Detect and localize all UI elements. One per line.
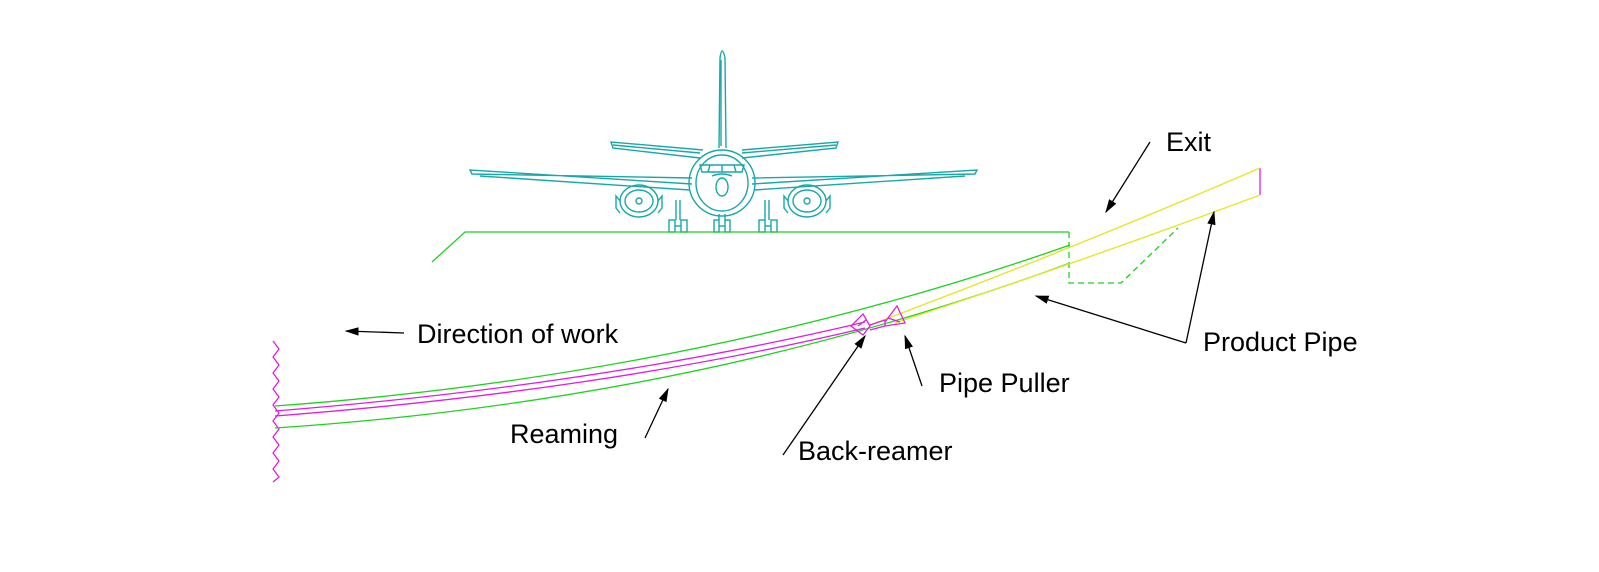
reaming-arrow <box>644 387 669 439</box>
label-exit: Exit <box>1166 127 1212 157</box>
airplane-front-view-icon <box>468 50 979 233</box>
back-reamer <box>850 312 871 336</box>
label-direction-of-work: Direction of work <box>417 319 619 349</box>
label-back-reamer: Back-reamer <box>798 436 953 466</box>
label-product-pipe: Product Pipe <box>1203 327 1358 357</box>
back-reamer-arrow <box>782 334 866 456</box>
leader-arrows <box>344 141 1216 456</box>
pipe-puller <box>869 304 906 331</box>
entry-wall <box>272 340 280 483</box>
product-pipe-arrow-1 <box>1034 295 1187 344</box>
product-pipe-arrow-2 <box>1185 210 1216 344</box>
drill-string <box>274 321 866 417</box>
pipe-puller-arrow <box>904 334 923 387</box>
ground-surface <box>431 227 1179 284</box>
label-pipe-puller: Pipe Puller <box>939 368 1070 398</box>
direction-arrow <box>344 327 405 336</box>
label-reaming: Reaming <box>510 419 618 449</box>
exit-arrow <box>1105 141 1151 214</box>
